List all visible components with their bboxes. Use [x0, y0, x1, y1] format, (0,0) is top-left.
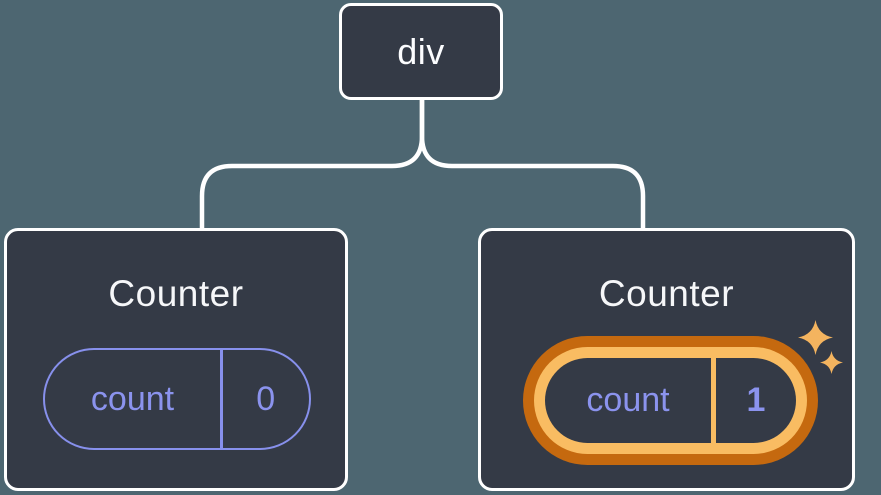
state-value: 0 — [256, 379, 276, 418]
state-value: 1 — [746, 381, 766, 419]
connector-left-branch — [199, 95, 425, 235]
connector-right-branch — [419, 95, 646, 235]
tree-node-counter-left: Counter count 0 — [4, 228, 348, 491]
tree-node-counter-right: Counter count 1 — [478, 228, 855, 491]
sparkle-icon — [820, 351, 843, 374]
pill-divider — [220, 350, 223, 448]
state-key-label: count — [586, 381, 670, 419]
sparkle-icon — [798, 320, 833, 355]
state-pill: count 0 — [43, 348, 311, 450]
root-node-label: div — [397, 30, 445, 72]
component-title: Counter — [108, 273, 244, 314]
component-title: Counter — [598, 273, 735, 314]
highlight-ring: count 1 — [534, 347, 807, 454]
state-pill-highlighted: count 1 — [523, 336, 818, 465]
tree-node-root-div: div — [339, 3, 503, 100]
state-key-label: count — [90, 379, 175, 418]
pill-divider — [711, 358, 716, 443]
state-pill-core: count 1 — [545, 358, 796, 443]
